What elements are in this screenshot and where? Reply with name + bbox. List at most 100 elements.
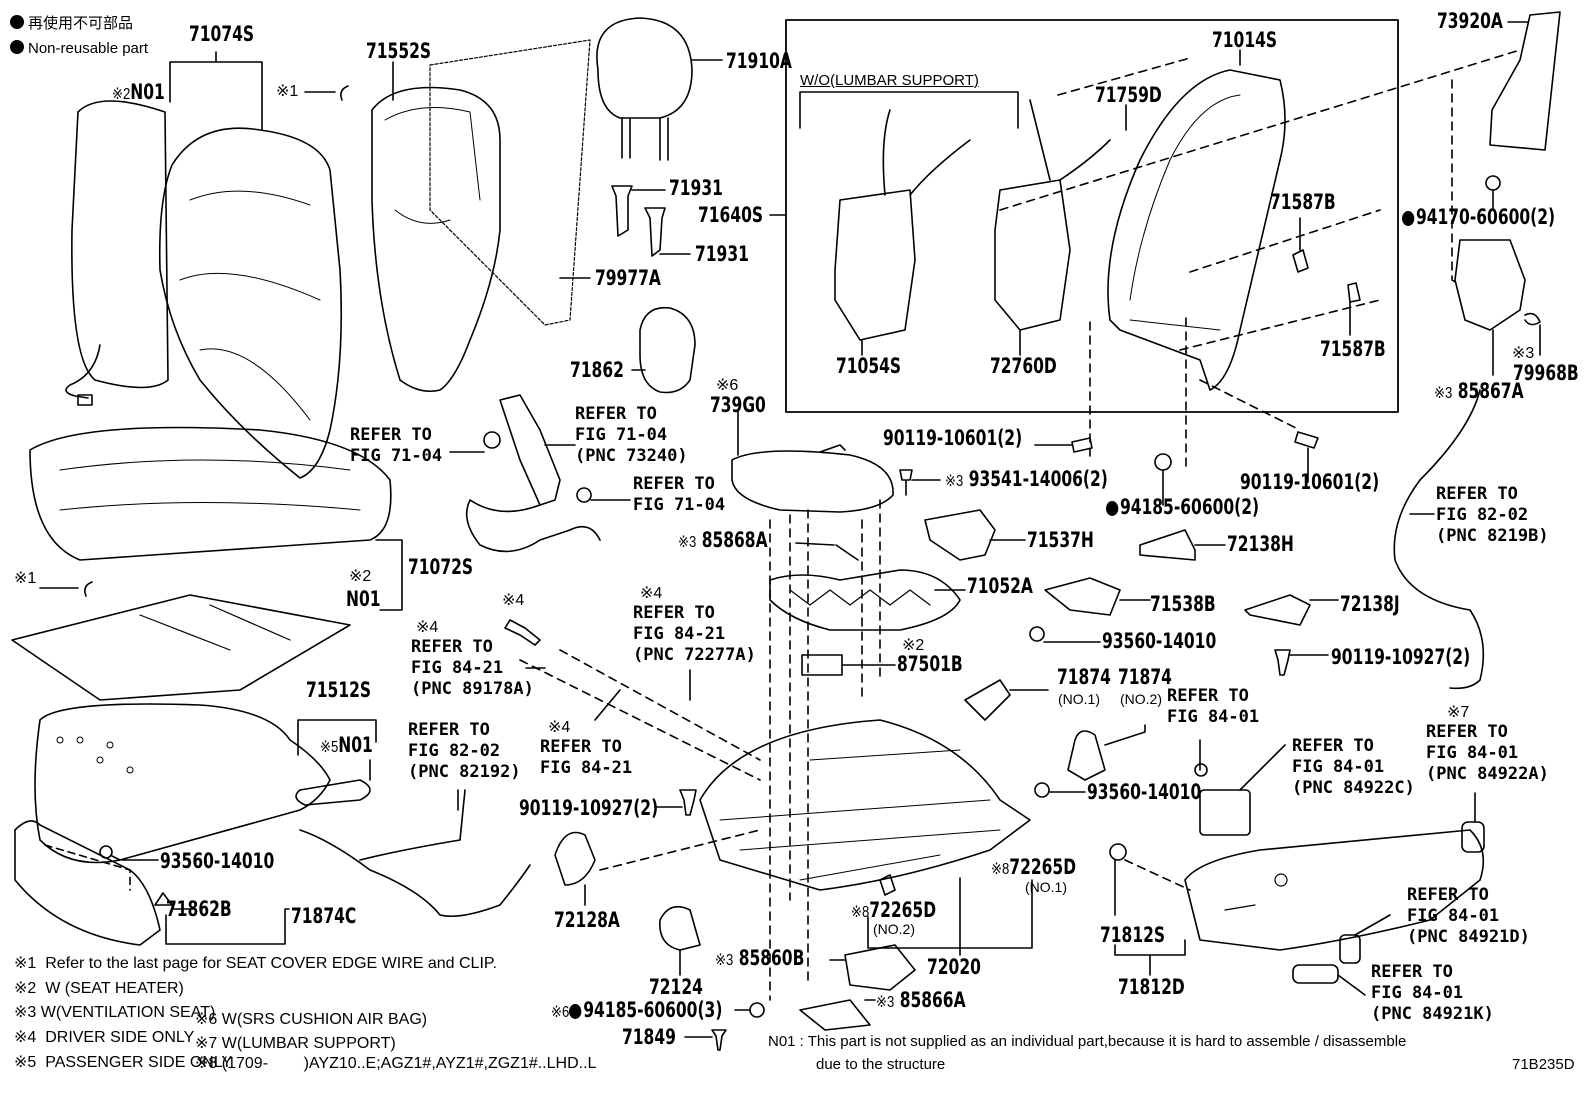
part-71910a[interactable]: 71910A <box>726 49 792 73</box>
part-85868a[interactable]: ※3 85868A <box>678 530 768 551</box>
part-73920a[interactable]: 73920A <box>1437 9 1503 33</box>
part-93560-14010-c[interactable]: 93560-14010 <box>160 849 275 873</box>
part-93560-14010-a[interactable]: 93560-14010 <box>1102 629 1217 653</box>
refer-callout-pnc-84921k[interactable]: REFER TO FIG 84-01 (PNC 84921K) <box>1371 962 1494 1025</box>
part-79968b[interactable]: 79968B <box>1513 361 1579 385</box>
refer-callout-pnc-84922a[interactable]: REFER TO FIG 84-01 (PNC 84922A) <box>1426 722 1549 785</box>
note-mark-cushion-n01: ※2 <box>349 568 372 585</box>
part-71537h[interactable]: 71537H <box>1027 528 1094 552</box>
refer-callout-pnc-73240[interactable]: REFER TO FIG 71-04 (PNC 73240) <box>575 404 688 467</box>
note-mark: ※3 <box>678 534 697 551</box>
refer-callout-fig71-04-a[interactable]: REFER TO FIG 71-04 <box>350 425 442 467</box>
part-71874-no1[interactable]: 71874 <box>1057 665 1111 689</box>
part-94170-60600[interactable]: 94170-60600(2) <box>1402 207 1555 228</box>
part-71640s[interactable]: 71640S <box>698 203 764 227</box>
part-94185-60600-2[interactable]: 94185-60600(2) <box>1106 497 1259 518</box>
leader-85868a <box>795 542 835 546</box>
refer-callout-pnc-89178a[interactable]: REFER TO FIG 84-21 (PNC 89178A) <box>411 637 534 700</box>
seatback-cover-seam <box>179 190 321 421</box>
part-85867a[interactable]: ※3 85867A <box>1434 381 1524 402</box>
ventilation-fan-85867a <box>1454 239 1526 331</box>
footnote-3: ※3 W(VENTILATION SEAT) <box>14 1005 215 1021</box>
seatback-heater-n01[interactable]: ※2N01 <box>112 82 165 103</box>
part-71931-b[interactable]: 71931 <box>695 242 749 266</box>
spring-zigzag <box>789 589 931 606</box>
part-72128a[interactable]: 72128A <box>554 908 620 932</box>
seatback-board <box>429 39 591 326</box>
part-71874c[interactable]: 71874C <box>291 904 357 928</box>
footnote-1: ※1 Refer to the last page for SEAT COVER… <box>14 956 497 972</box>
part-71812d[interactable]: 71812D <box>1118 975 1185 999</box>
refer-callout-pnc-82192[interactable]: REFER TO FIG 82-02 (PNC 82192) <box>408 720 521 783</box>
part-90119-10601-b[interactable]: 90119-10601(2) <box>1240 470 1380 494</box>
note-mark-79968b: ※3 <box>1512 345 1535 362</box>
switch-knob-84921d <box>1339 934 1361 964</box>
part-72124[interactable]: 72124 <box>649 975 703 999</box>
part-number: 85867A <box>1457 379 1524 403</box>
part-72760d[interactable]: 72760D <box>990 354 1057 378</box>
part-93560-14010-b[interactable]: 93560-14010 <box>1087 780 1202 804</box>
refer-callout-fig84-01[interactable]: REFER TO FIG 84-01 <box>1167 686 1259 728</box>
refer-callout-fig84-21[interactable]: REFER TO FIG 84-21 <box>540 737 632 779</box>
part-71849[interactable]: 71849 <box>622 1025 676 1049</box>
part-71587b-a[interactable]: 71587B <box>1270 190 1336 214</box>
part-85860b[interactable]: ※3 85860B <box>715 948 804 969</box>
bracket-71074s <box>169 51 263 131</box>
part-71862[interactable]: 71862 <box>570 358 624 382</box>
part-71054s[interactable]: 71054S <box>836 354 902 378</box>
part-90119-10601-a[interactable]: 90119-10601(2) <box>883 426 1023 450</box>
leader-84921k <box>1337 974 1366 996</box>
cushion-pad-holes <box>56 736 134 774</box>
dash-frame-lower <box>1089 317 1301 471</box>
refer-callout-pnc-72277a[interactable]: REFER TO FIG 84-21 (PNC 72277A) <box>633 603 756 666</box>
seatback-frame-inner <box>1129 94 1241 331</box>
sensor-85860b <box>844 944 916 991</box>
part-71052a[interactable]: 71052A <box>967 574 1033 598</box>
part-71074s[interactable]: 71074S <box>189 22 255 46</box>
footnote-mark: ※1 <box>14 955 37 972</box>
part-71014s[interactable]: 71014S <box>1212 28 1278 52</box>
part-90119-10927-left[interactable]: 90119-10927(2) <box>519 796 659 820</box>
lumbar-wire-a <box>882 109 971 196</box>
part-72265d-no2[interactable]: ※872265D <box>851 900 936 921</box>
part-71874-no2[interactable]: 71874 <box>1118 665 1172 689</box>
part-71552s[interactable]: 71552S <box>366 39 432 63</box>
dash-72128a <box>599 829 761 871</box>
part-72020[interactable]: 72020 <box>927 955 981 979</box>
part-71538b[interactable]: 71538B <box>1150 592 1216 616</box>
note-mark: ※3 <box>715 952 734 969</box>
part-72138h[interactable]: 72138H <box>1227 532 1294 556</box>
bracket-71512s <box>297 719 377 756</box>
refer-callout-pnc-84922c[interactable]: REFER TO FIG 84-01 (PNC 84922C) <box>1292 736 1415 799</box>
bracket-71537h <box>924 509 996 561</box>
part-71812s[interactable]: 71812S <box>1100 923 1166 947</box>
footnote-5: ※5 PASSENGER SIDE ONLY <box>14 1055 232 1071</box>
note-mark: ※2 <box>112 86 131 103</box>
part-71512s[interactable]: 71512S <box>306 678 372 702</box>
part-85866a[interactable]: ※3 85866A <box>876 990 966 1011</box>
refer-callout-pnc-84921d[interactable]: REFER TO FIG 84-01 (PNC 84921D) <box>1407 885 1530 948</box>
bolt-90119-10927-right <box>1274 649 1291 676</box>
part-71759d[interactable]: 71759D <box>1095 83 1162 107</box>
part-71587b-b[interactable]: 71587B <box>1320 337 1386 361</box>
passenger-n01[interactable]: ※5N01 <box>320 735 373 756</box>
part-71072s[interactable]: 71072S <box>408 555 474 579</box>
refer-text: REFER TO FIG 84-01 (PNC 84922C) <box>1292 736 1415 798</box>
part-71862b[interactable]: 71862B <box>166 897 232 921</box>
lumbar-support-71054s <box>834 189 916 341</box>
headrest-stay-l <box>621 117 631 159</box>
part-79977a[interactable]: 79977A <box>595 266 661 290</box>
part-93541-14006[interactable]: ※3 93541-14006(2) <box>945 469 1108 490</box>
part-number: 72265D <box>1009 855 1077 879</box>
refer-callout-fig71-04-b[interactable]: REFER TO FIG 71-04 <box>633 474 725 516</box>
part-72138j[interactable]: 72138J <box>1340 592 1400 616</box>
part-739g0[interactable]: 739G0 <box>710 393 766 417</box>
part-90119-10927-right[interactable]: 90119-10927(2) <box>1331 645 1471 669</box>
part-87501b[interactable]: 87501B <box>897 652 963 676</box>
refer-callout-pnc-8219b[interactable]: REFER TO FIG 82-02 (PNC 8219B) <box>1436 484 1549 547</box>
cushion-heater-n01[interactable]: N01 <box>346 587 381 611</box>
part-72265d-no1[interactable]: ※872265D <box>991 857 1076 878</box>
part-71931-a[interactable]: 71931 <box>669 176 723 200</box>
seat-spring-71052a <box>769 569 961 631</box>
